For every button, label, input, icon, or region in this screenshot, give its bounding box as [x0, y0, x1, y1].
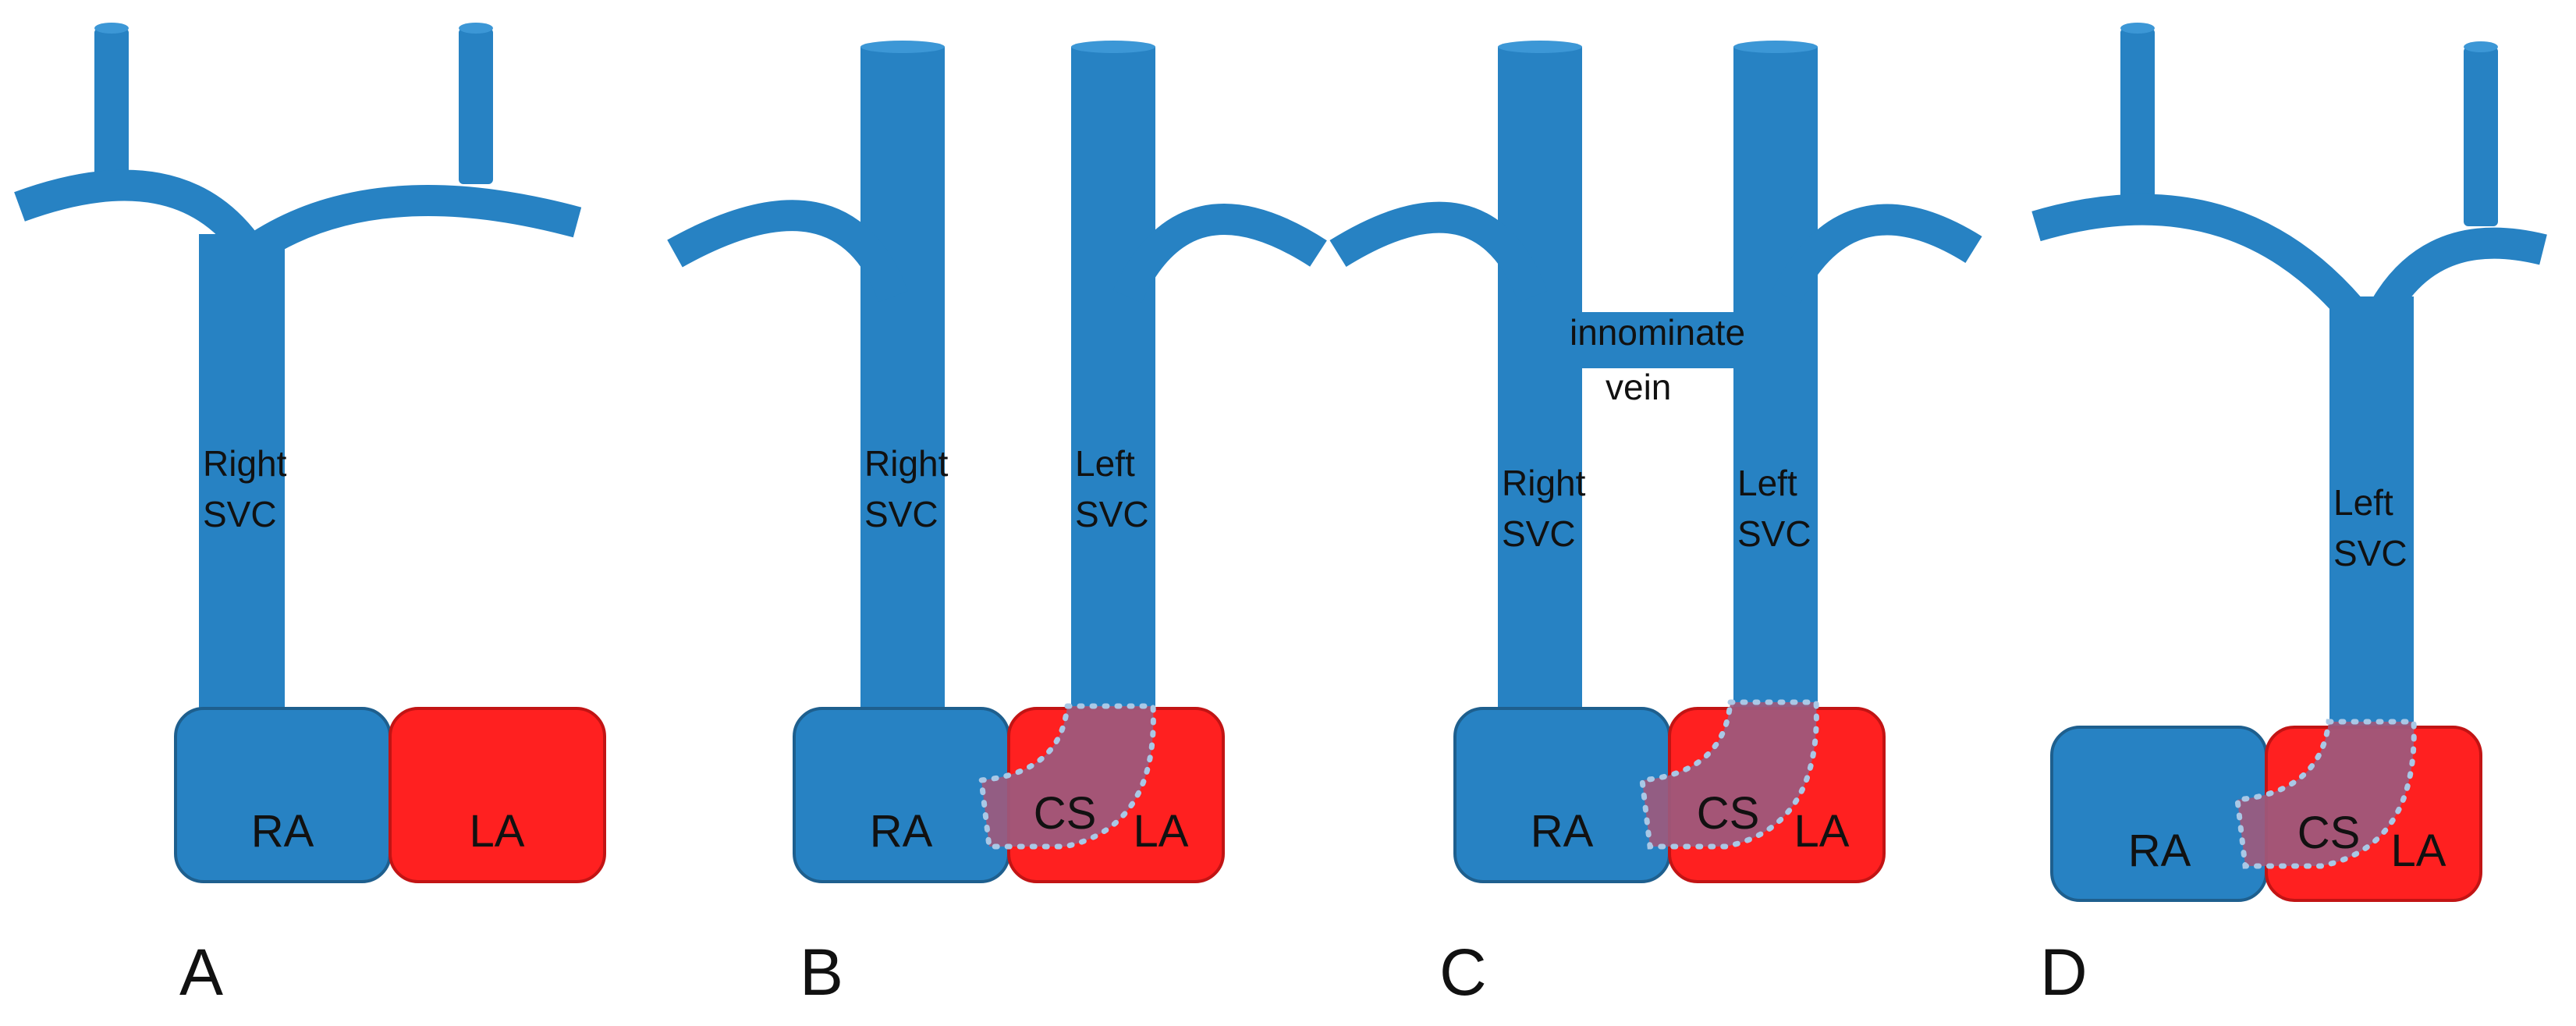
panel-c-right-arch	[1329, 201, 1548, 303]
panel-c-right-svc-cap	[1498, 41, 1582, 53]
panel-b-left-svc-label-2: SVC	[1075, 494, 1149, 534]
panel-a-right-svc-label-1: Right	[203, 443, 287, 484]
panel-b-right-svc	[860, 47, 945, 733]
panel-a-right-svc-label-2: SVC	[203, 494, 277, 534]
panel-c-innominate-label-1: innominate	[1570, 312, 1745, 353]
panel-d-right-tributary-cap	[2120, 23, 2155, 34]
panel-a-right-tributary-cap	[94, 23, 129, 34]
panel-a-right-arch	[14, 169, 263, 259]
panel-b-left-svc-cap	[1071, 41, 1155, 53]
panel-b-left-svc-label-1: Left	[1075, 443, 1135, 484]
panel-a-left-atrium	[389, 707, 606, 883]
panel-c-left-svc	[1733, 47, 1818, 726]
panel-c-right-svc	[1498, 47, 1582, 733]
panel-d-left-tributary	[2464, 47, 2498, 226]
panel-d-ra-label: RA	[2128, 825, 2191, 876]
panel-c-left-svc-label-1: Left	[1737, 463, 1797, 503]
panel-a-left-arch	[244, 185, 582, 263]
panel-a-veins	[14, 23, 582, 733]
panel-d-right-tributary	[2120, 28, 2155, 215]
panel-c-left-svc-cap	[1733, 41, 1818, 53]
panel-c-left-svc-label-2: SVC	[1737, 513, 1811, 554]
panel-b: Right SVC Left SVC RA CS LA B	[667, 41, 1327, 1009]
panel-c-right-svc-label-1: Right	[1502, 463, 1586, 503]
panel-b-left-arch	[1112, 204, 1327, 304]
panel-d-left-svc-label-1: Left	[2333, 482, 2393, 523]
panel-d-cs-label: CS	[2297, 808, 2361, 858]
panel-a-left-tributary-cap	[459, 23, 493, 34]
panel-a: Right SVC RA LA A	[14, 23, 606, 1009]
panel-d: Left SVC RA CS LA D	[2031, 23, 2547, 1009]
panel-d-la-label: LA	[2391, 825, 2446, 876]
panel-b-right-svc-cap	[860, 41, 945, 53]
panel-c-letter: C	[1439, 935, 1487, 1009]
panel-b-letter: B	[800, 935, 843, 1009]
panel-d-left-tributary-cap	[2464, 41, 2498, 52]
panel-c-ra-label: RA	[1531, 806, 1594, 857]
panel-b-ra-label: RA	[870, 806, 933, 857]
panel-a-right-tributary	[94, 28, 129, 200]
panel-d-left-svc	[2329, 296, 2414, 733]
panel-a-ra-label: RA	[251, 806, 314, 857]
panel-b-right-arch	[667, 200, 908, 303]
panel-b-right-svc-label-2: SVC	[864, 494, 939, 534]
panel-b-right-svc-label-1: Right	[864, 443, 949, 484]
panel-d-left-svc-label-2: SVC	[2333, 533, 2407, 573]
panel-d-coronary-sinus	[2234, 719, 2417, 869]
panel-a-la-label: LA	[470, 806, 525, 857]
panel-b-la-label: LA	[1134, 806, 1189, 857]
panel-c-innominate-vein	[1560, 312, 1755, 368]
panel-a-letter: A	[179, 935, 223, 1009]
panel-b-coronary-sinus	[978, 703, 1156, 850]
panel-b-left-svc	[1071, 47, 1155, 726]
panel-c-innominate-label-2: vein	[1606, 367, 1671, 407]
panel-c: innominate vein Right SVC Left SVC RA CS…	[1329, 41, 1982, 1009]
panel-d-right-arch	[2031, 193, 2385, 345]
panel-c-la-label: LA	[1794, 806, 1850, 857]
panel-c-left-arch	[1772, 204, 1982, 304]
panel-d-letter: D	[2040, 935, 2088, 1009]
panel-c-cs-label: CS	[1697, 788, 1760, 839]
panel-a-right-svc	[199, 234, 285, 733]
panel-b-cs-label: CS	[1034, 788, 1097, 839]
panel-a-left-tributary	[459, 28, 493, 184]
panel-c-right-svc-label-2: SVC	[1502, 513, 1576, 554]
panel-c-coronary-sinus	[1639, 699, 1819, 850]
